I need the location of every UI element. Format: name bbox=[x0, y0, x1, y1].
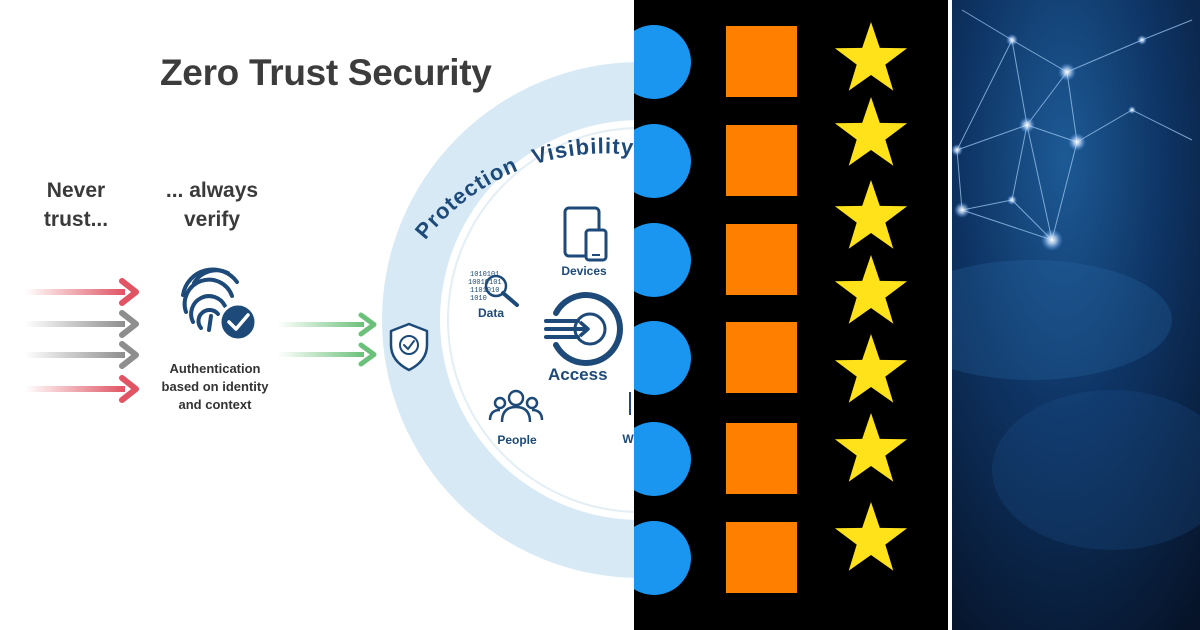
blue-circle bbox=[634, 223, 691, 297]
panel-divider bbox=[948, 0, 952, 630]
blue-circle bbox=[634, 25, 691, 99]
devices-label: Devices bbox=[561, 264, 607, 278]
yellow-star bbox=[834, 502, 908, 571]
blue-circle bbox=[634, 124, 691, 198]
people-icon bbox=[488, 389, 544, 423]
orange-square bbox=[726, 322, 797, 393]
yellow-star bbox=[834, 334, 908, 403]
never-trust-arrows bbox=[25, 278, 139, 403]
access-icon bbox=[544, 292, 623, 366]
shapes-panel bbox=[634, 0, 948, 630]
always-verify-heading: ... always verify bbox=[165, 179, 259, 231]
orange-square bbox=[726, 522, 797, 593]
binary-line: 10010101 bbox=[468, 279, 502, 287]
gray-arrow bbox=[25, 341, 139, 369]
gray-arrow bbox=[25, 310, 139, 338]
orange-square bbox=[726, 26, 797, 97]
check-badge-icon bbox=[218, 302, 258, 342]
network-nodes bbox=[952, 34, 1147, 251]
never-trust-heading: Never trust... bbox=[43, 179, 109, 231]
binary-line: 1010101 bbox=[470, 271, 499, 279]
blue-circle bbox=[634, 422, 691, 496]
people-label: People bbox=[497, 433, 537, 447]
green-arrow bbox=[278, 342, 377, 367]
network-background-image bbox=[952, 0, 1200, 630]
security-ring-inner-line bbox=[447, 127, 634, 513]
yellow-star bbox=[834, 413, 908, 482]
binary-line: 1010 bbox=[470, 295, 487, 303]
yellow-star bbox=[834, 97, 908, 166]
fingerprint-icon bbox=[181, 267, 239, 332]
data-icon: 1010101 10010101 1101010 1010 bbox=[468, 271, 519, 307]
verified-arrows bbox=[278, 312, 377, 367]
orange-square bbox=[726, 125, 797, 196]
shapes-grid bbox=[634, 22, 908, 595]
shield-icon bbox=[389, 322, 429, 372]
network-graphic bbox=[952, 0, 1200, 630]
orange-square bbox=[726, 224, 797, 295]
yellow-star bbox=[834, 180, 908, 249]
yellow-star bbox=[834, 22, 908, 91]
security-ring-inner bbox=[440, 120, 634, 520]
authentication-caption: Authentication based on identity and con… bbox=[161, 361, 269, 412]
access-label: Access bbox=[548, 365, 608, 384]
blue-circle bbox=[634, 321, 691, 395]
diagram-title: Zero Trust Security bbox=[160, 52, 492, 93]
red-arrow bbox=[25, 278, 139, 306]
red-arrow bbox=[25, 375, 139, 403]
workloads-label-partial: W bbox=[622, 432, 634, 446]
orange-square bbox=[726, 423, 797, 494]
yellow-star bbox=[834, 255, 908, 324]
data-label: Data bbox=[477, 306, 504, 320]
devices-icon bbox=[563, 206, 608, 262]
binary-line: 1101010 bbox=[470, 287, 499, 295]
blue-circle bbox=[634, 521, 691, 595]
green-arrow bbox=[278, 312, 377, 337]
network-lines bbox=[956, 9, 1193, 241]
